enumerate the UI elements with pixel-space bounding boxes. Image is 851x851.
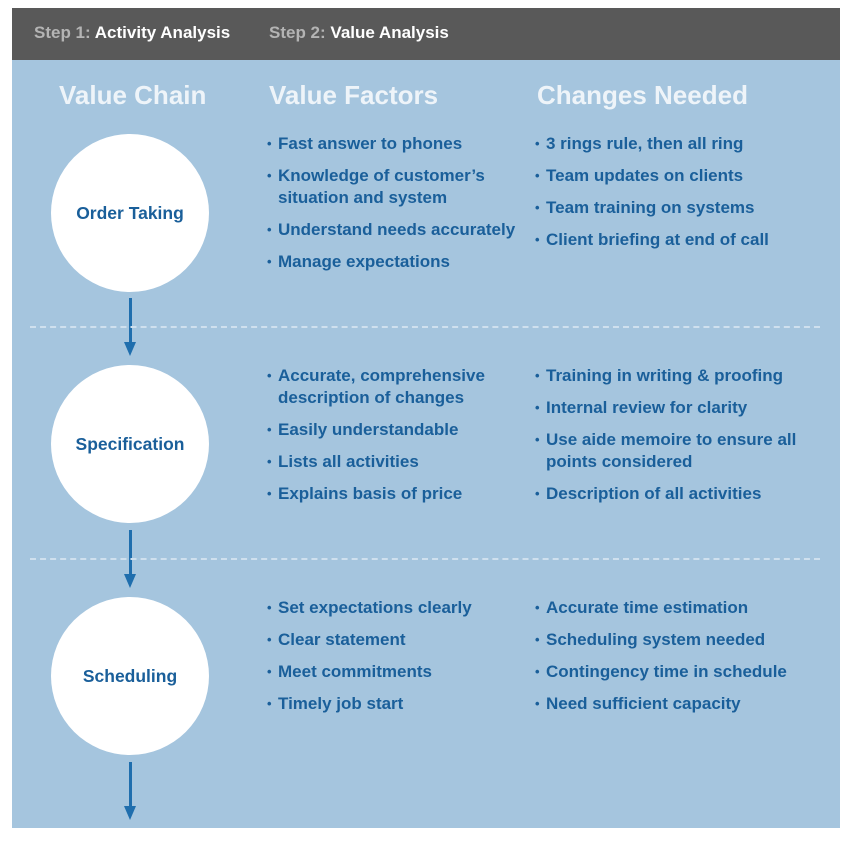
- changes-needed-list-scheduling: Accurate time estimation Scheduling syst…: [535, 597, 826, 725]
- changes-needed-list-specification: Training in writing & proofing Internal …: [535, 365, 826, 515]
- list-item: Internal review for clarity: [535, 397, 826, 419]
- list-item: Lists all activities: [267, 451, 518, 473]
- list-item: Meet commitments: [267, 661, 518, 683]
- list-item: Knowledge of customer’s situation and sy…: [267, 165, 518, 209]
- list-item: Set expectations clearly: [267, 597, 518, 619]
- value-factors-list-specification: Accurate, comprehensive description of c…: [267, 365, 518, 515]
- activity-label: Scheduling: [82, 665, 178, 686]
- activity-label: Specification: [75, 433, 185, 454]
- step-2-title: Value Analysis: [330, 23, 449, 42]
- activity-node-order-taking: Order Taking: [51, 134, 209, 292]
- list-item: Scheduling system needed: [535, 629, 826, 651]
- list-item: Manage expectations: [267, 251, 518, 273]
- list-item: Easily understandable: [267, 419, 518, 441]
- column-heading-value-chain: Value Chain: [59, 80, 207, 110]
- row-divider: [30, 326, 820, 328]
- list-item: Team training on systems: [535, 197, 826, 219]
- activity-node-specification: Specification: [51, 365, 209, 523]
- arrow-down-icon: [124, 298, 136, 356]
- list-item: Accurate, comprehensive description of c…: [267, 365, 518, 409]
- list-item: Contingency time in schedule: [535, 661, 826, 683]
- list-item: Accurate time estimation: [535, 597, 826, 619]
- list-item: Timely job start: [267, 693, 518, 715]
- column-heading-changes-needed: Changes Needed: [537, 80, 748, 110]
- arrow-down-icon: [124, 762, 136, 820]
- step-2-prefix: Step 2:: [269, 23, 326, 42]
- list-item: Clear statement: [267, 629, 518, 651]
- list-item: Description of all activities: [535, 483, 826, 505]
- step-2-label: Step 2: Value Analysis: [269, 23, 449, 43]
- list-item: Client briefing at end of call: [535, 229, 826, 251]
- step-1-prefix: Step 1:: [34, 23, 91, 42]
- activity-label: Order Taking: [76, 202, 184, 223]
- changes-needed-list-order-taking: 3 rings rule, then all ring Team updates…: [535, 133, 826, 261]
- list-item: Need sufficient capacity: [535, 693, 826, 715]
- row-divider: [30, 558, 820, 560]
- value-analysis-diagram: Step 1: Activity Analysis Step 2: Value …: [12, 8, 840, 828]
- activity-node-scheduling: Scheduling: [51, 597, 209, 755]
- list-item: Explains basis of price: [267, 483, 518, 505]
- value-factors-list-scheduling: Set expectations clearly Clear statement…: [267, 597, 518, 725]
- list-item: Understand needs accurately: [267, 219, 518, 241]
- list-item: Fast answer to phones: [267, 133, 518, 155]
- list-item: Training in writing & proofing: [535, 365, 826, 387]
- column-heading-value-factors: Value Factors: [269, 80, 439, 110]
- list-item: Team updates on clients: [535, 165, 826, 187]
- list-item: Use aide memoire to ensure all points co…: [535, 429, 826, 473]
- step-1-title: Activity Analysis: [94, 23, 231, 42]
- steps-header: Step 1: Activity Analysis Step 2: Value …: [12, 8, 840, 60]
- list-item: 3 rings rule, then all ring: [535, 133, 826, 155]
- value-factors-list-order-taking: Fast answer to phones Knowledge of custo…: [267, 133, 518, 283]
- step-1-label: Step 1: Activity Analysis: [34, 23, 230, 43]
- arrow-down-icon: [124, 530, 136, 588]
